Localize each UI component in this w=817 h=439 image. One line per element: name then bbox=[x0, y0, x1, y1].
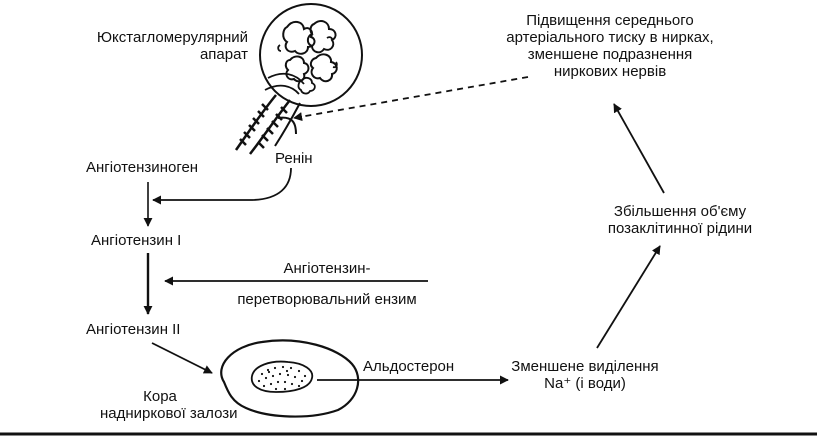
arrow-volume-to-pressure bbox=[613, 103, 665, 194]
label-ace: Ангіотензин- перетворювальний ензим bbox=[237, 260, 417, 308]
label-angiotensin-2: Ангіотензин ІІ bbox=[86, 321, 181, 338]
label-juxtaglomerular-apparatus: Юкстагломерулярний апарат bbox=[96, 29, 248, 63]
glomerulus-drawing bbox=[259, 3, 363, 107]
arrow-excretion-to-volume bbox=[596, 245, 661, 349]
label-reduced-sodium-excretion: Зменшене виділення Na⁺ (і води) bbox=[511, 358, 659, 392]
label-angiotensinogen: Ангіотензиноген bbox=[86, 159, 199, 176]
arrow-renin-to-angiotensinogen bbox=[152, 167, 292, 205]
label-angiotensin-1: Ангіотензин І bbox=[91, 232, 182, 249]
label-ecf-volume-increase: Збільшення об'єму позаклітинної рідини bbox=[607, 203, 753, 237]
label-aldosterone: Альдостерон bbox=[363, 358, 455, 375]
arteriole-drawing bbox=[234, 72, 305, 155]
arrow-angiotensin2-to-adrenal bbox=[151, 342, 213, 374]
label-adrenal-cortex: Кора надниркової залози bbox=[100, 388, 238, 422]
adrenal-gland-drawing bbox=[220, 339, 360, 418]
label-renin: Ренін bbox=[275, 150, 313, 167]
label-renal-pressure-increase: Підвищення середнього артеріального тиск… bbox=[506, 12, 714, 80]
